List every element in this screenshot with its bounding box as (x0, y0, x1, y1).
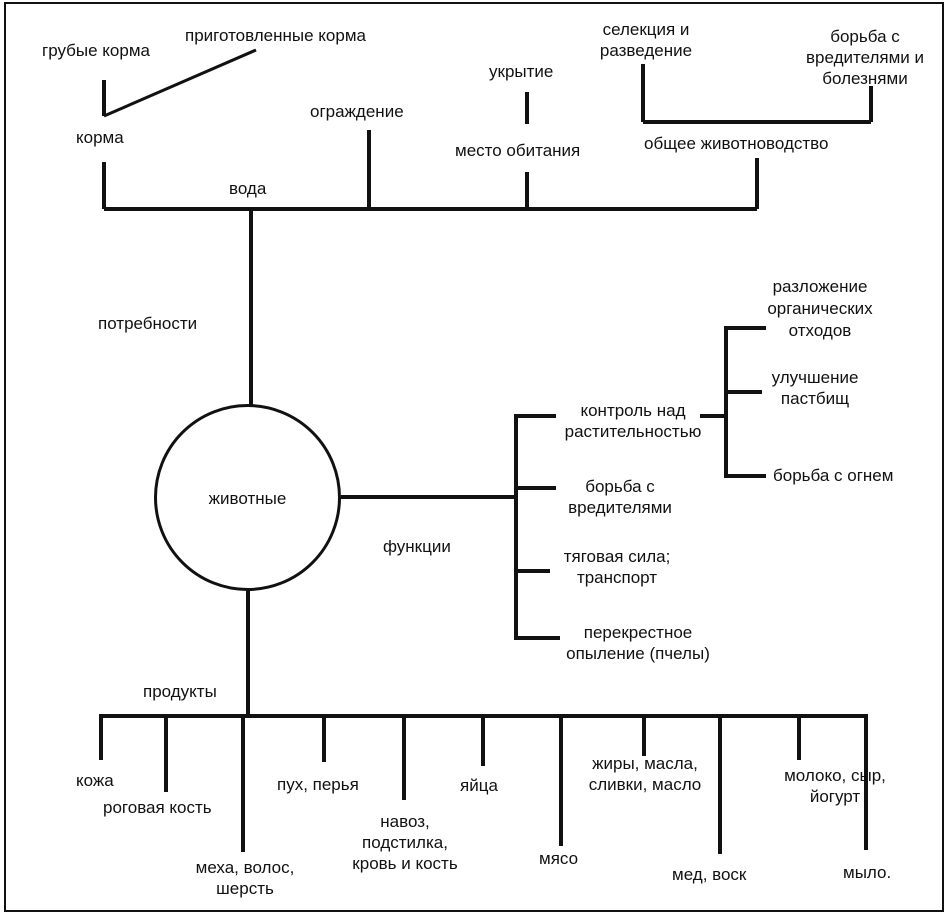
leather-label: кожа (76, 771, 114, 790)
fur-label-1: меха, волос, (195, 858, 295, 877)
diagram-frame (4, 2, 944, 912)
dairy-label-2: йогурт (809, 787, 861, 806)
pasture-label-2: пастбищ (780, 389, 850, 408)
pests-label-1: борьба с (585, 477, 655, 496)
pests-label-2: вредителями (568, 498, 672, 517)
husbandry-label: общее животноводство (644, 134, 829, 153)
habitat-label: место обитания (455, 141, 581, 160)
feed-label: корма (76, 128, 124, 147)
decomposition-label-3: отходов (788, 321, 852, 340)
dairy-label-1: молоко, сыр, (784, 766, 886, 785)
down-label: пух, перья (277, 775, 359, 794)
fence-label: ограждение (310, 102, 404, 121)
pest-control-label-1: борьба с (830, 27, 900, 46)
animals-circle (154, 404, 341, 591)
fats-label-2: сливки, масло (588, 775, 702, 794)
veg-control-label-2: растительностью (564, 422, 702, 441)
breeding-label-1: селекция и (602, 20, 690, 39)
honey-label: мед, воск (672, 865, 747, 884)
rough-feed-label: грубые корма (42, 41, 150, 60)
center-label: животные (208, 489, 287, 508)
needs-label: потребности (98, 314, 198, 333)
meat-label: мясо (539, 849, 579, 868)
fire-label: борьба с огнем (773, 466, 894, 485)
decomposition-label-1: разложение (772, 277, 868, 296)
soap-label: мыло. (843, 863, 892, 882)
functions-label: функции (383, 537, 451, 556)
decomposition-label-2: органических (767, 299, 873, 318)
feed-bracket-diagonal (103, 48, 257, 118)
manure-label-2: подстилка, (362, 833, 448, 852)
fur-label-2: шерсть (216, 879, 274, 898)
manure-label-3: кровь и кость (352, 854, 458, 873)
draft-label-1: тяговая сила; (563, 547, 671, 566)
pollination-label-1: перекрестное (583, 623, 693, 642)
pest-control-label-2: вредителями и (806, 48, 924, 67)
products-label: продукты (143, 682, 217, 701)
fats-label-1: жиры, масла, (592, 754, 698, 773)
draft-label-2: транспорт (576, 568, 658, 587)
veg-control-label-1: контроль над (580, 401, 686, 420)
horn-bone-label: роговая кость (103, 798, 212, 817)
water-label: вода (229, 179, 267, 198)
shelter-label: укрытие (489, 62, 554, 81)
pest-control-label-3: болезнями (822, 69, 908, 88)
breeding-label-2: разведение (599, 41, 693, 60)
eggs-label: яйца (460, 776, 498, 795)
pasture-label-1: улучшение (771, 368, 859, 387)
prepared-feed-label: приготовленные корма (185, 26, 366, 45)
manure-label-1: навоз, (380, 812, 430, 831)
pollination-label-2: опыление (пчелы) (566, 644, 710, 663)
